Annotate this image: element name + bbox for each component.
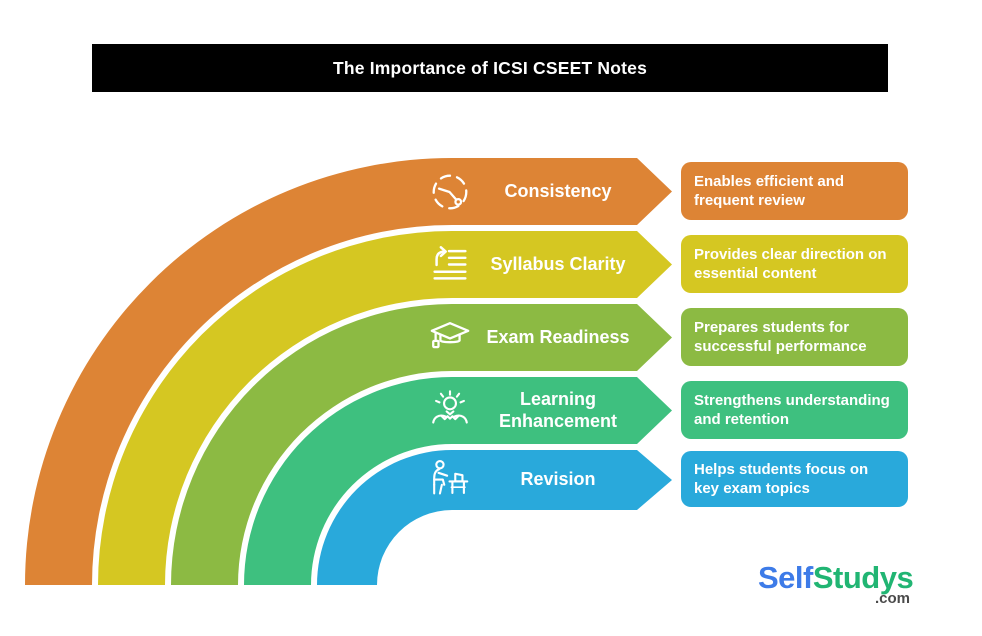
band-shape-revision	[317, 450, 672, 585]
desc-box-consistency: Enables efficient and frequent review	[681, 162, 908, 220]
selfstudys-logo: SelfStudys .com	[758, 560, 914, 607]
graduation-cap-icon	[424, 315, 476, 361]
desc-box-exam-readiness: Prepares students for successful perform…	[681, 308, 908, 366]
desc-text: Prepares students for successful perform…	[694, 318, 867, 356]
dashed-clock-icon	[424, 169, 476, 215]
lightbulb-hands-icon	[424, 388, 476, 434]
logo-wordmark: SelfStudys	[758, 560, 914, 596]
band-row-learning-enhancement: Learning Enhancement	[424, 377, 640, 444]
band-label: Syllabus Clarity	[490, 253, 626, 274]
desc-text: Enables efficient and frequent review	[694, 172, 845, 210]
logo-com-suffix: .com	[874, 590, 910, 607]
logo-self: Self	[758, 560, 813, 595]
title-bar: The Importance of ICSI CSEET Notes	[92, 44, 888, 92]
band-shape-consistency	[25, 158, 672, 585]
desc-text: Strengthens understanding and retention	[694, 391, 890, 429]
logo-studys: Studys	[812, 560, 914, 595]
band-row-exam-readiness: Exam Readiness	[424, 304, 640, 371]
band-row-syllabus-clarity: Syllabus Clarity	[424, 231, 640, 298]
desc-box-syllabus-clarity: Provides clear direction on essential co…	[681, 235, 908, 293]
person-desk-icon	[424, 457, 476, 503]
band-shape-learning-enhancement	[244, 377, 672, 585]
band-shape-syllabus-clarity	[98, 231, 672, 585]
page-title: The Importance of ICSI CSEET Notes	[332, 57, 648, 78]
desc-text: Helps students focus on key exam topics	[694, 460, 869, 498]
band-shape-exam-readiness	[171, 304, 672, 585]
band-row-consistency: Consistency	[424, 158, 640, 225]
desc-text: Provides clear direction on essential co…	[694, 245, 887, 283]
band-label: Learning Enhancement	[498, 388, 618, 431]
desc-box-revision: Helps students focus on key exam topics	[681, 451, 908, 507]
band-row-revision: Revision	[424, 450, 640, 510]
band-label: Consistency	[504, 180, 612, 201]
list-arrow-icon	[424, 242, 476, 288]
band-label: Exam Readiness	[486, 326, 630, 347]
band-label: Revision	[520, 469, 596, 490]
desc-box-learning-enhancement: Strengthens understanding and retention	[681, 381, 908, 439]
